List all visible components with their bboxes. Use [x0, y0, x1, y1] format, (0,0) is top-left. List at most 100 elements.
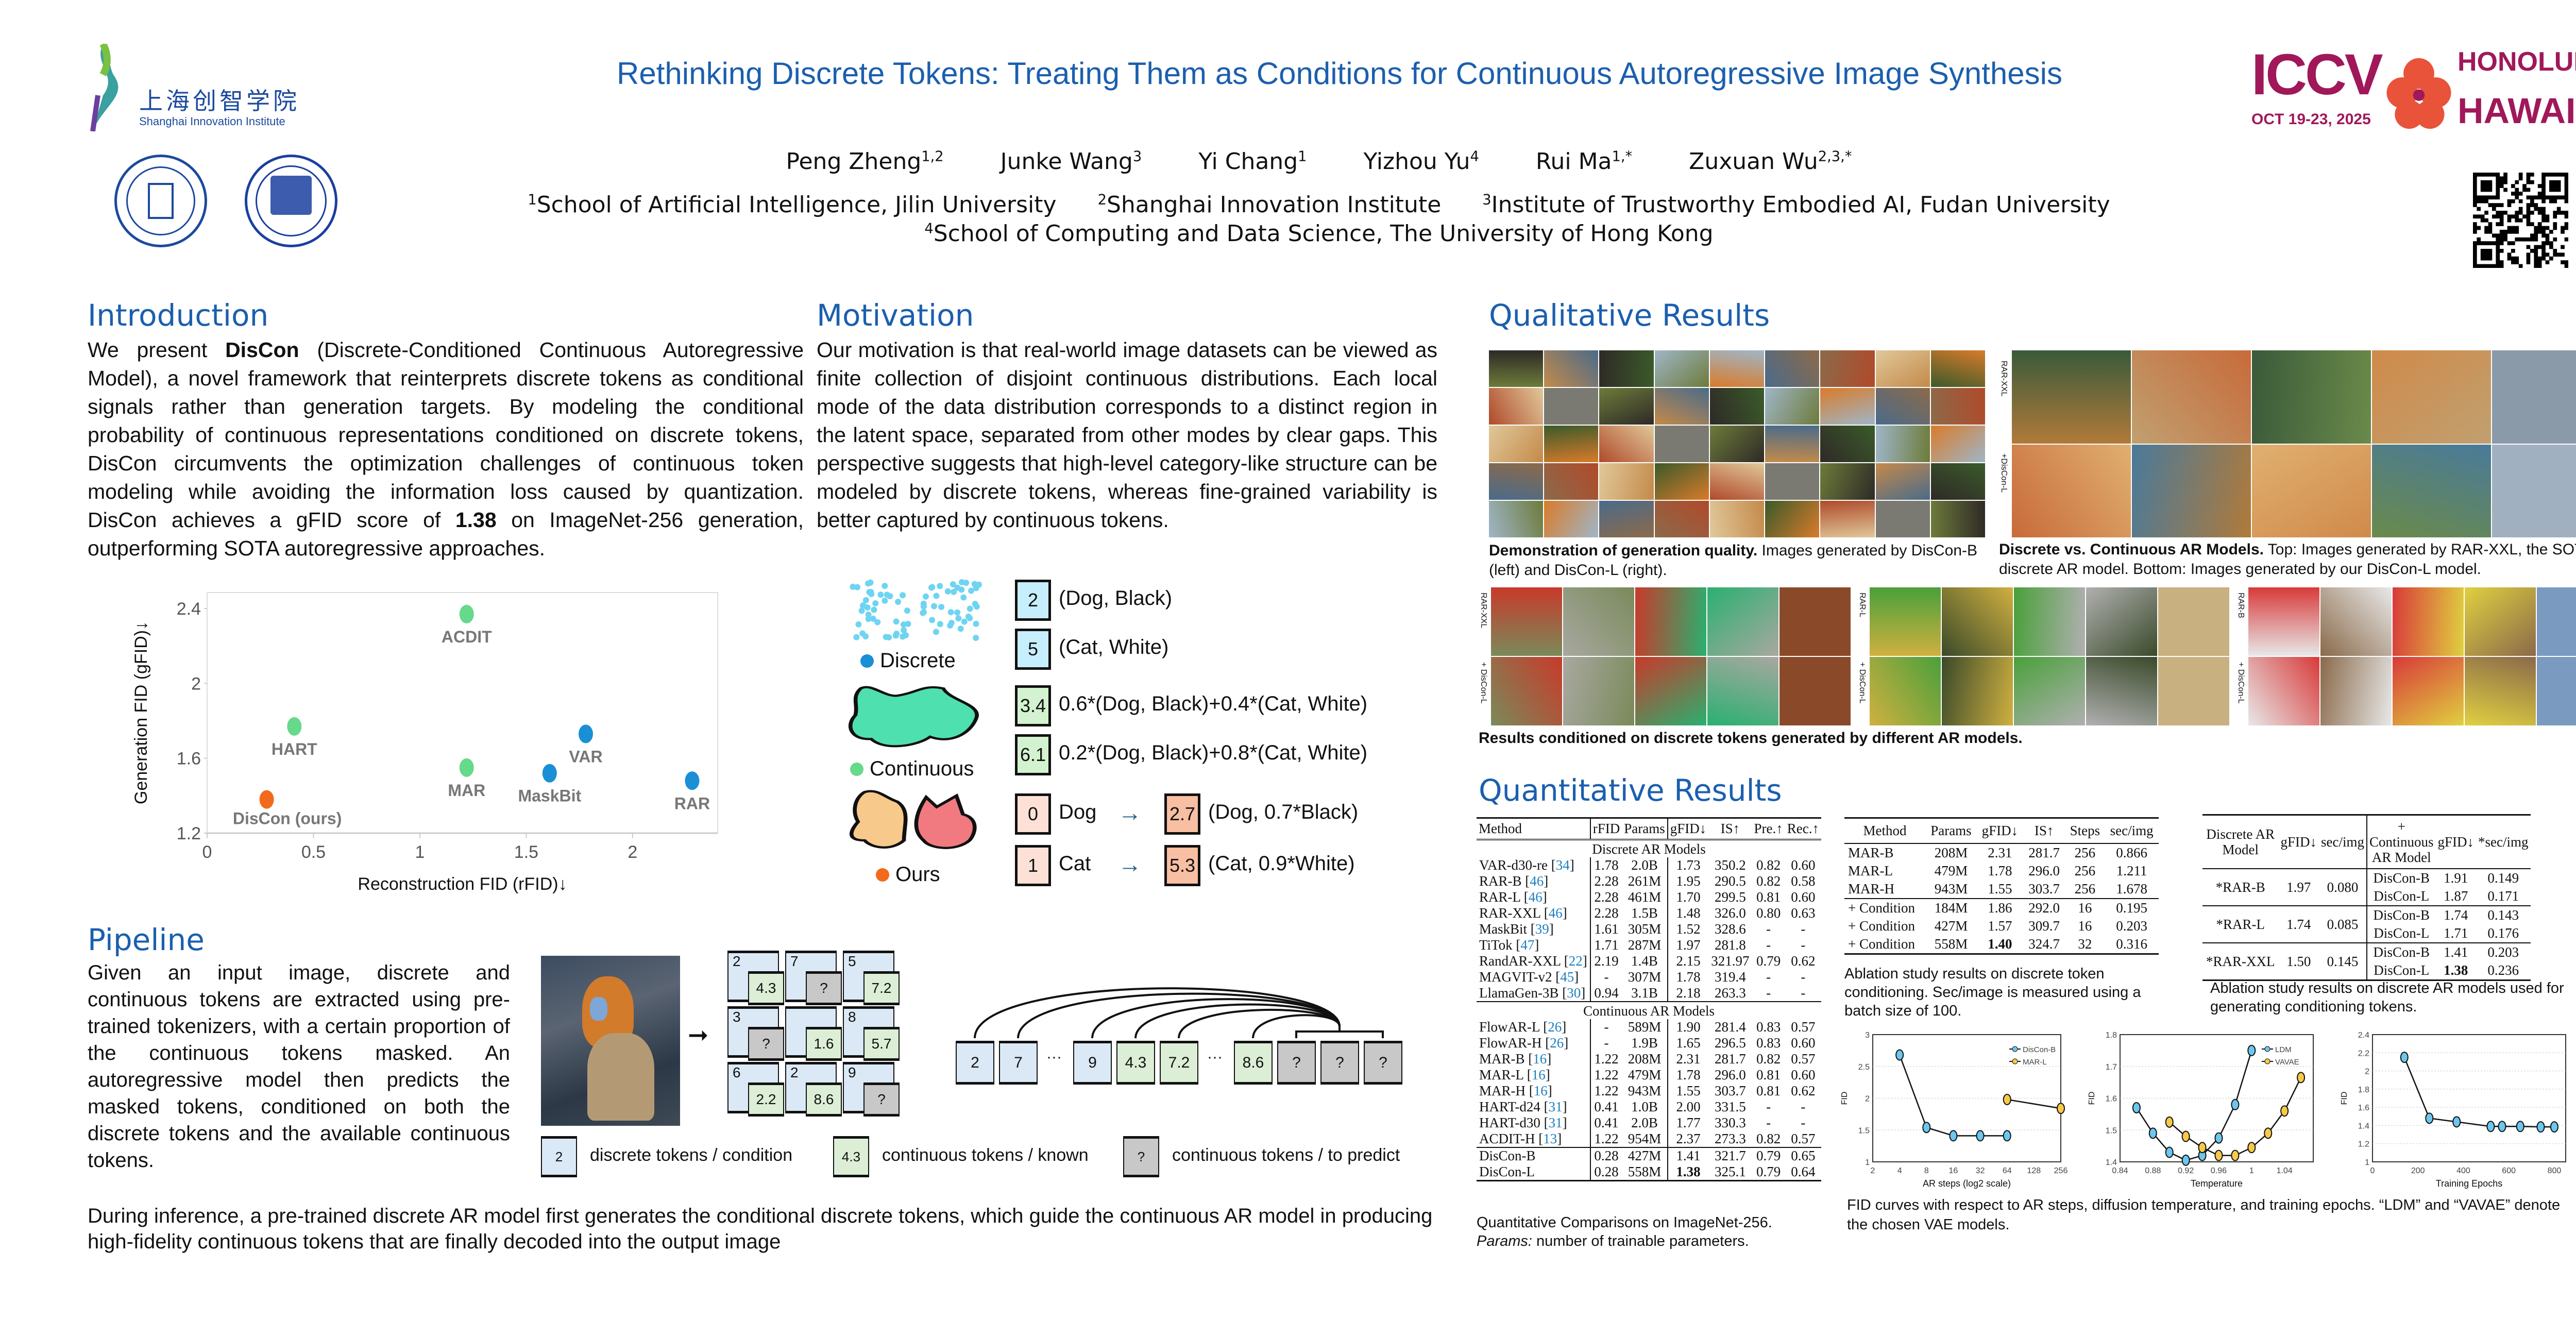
discrete-point [975, 581, 982, 588]
qr-module [2553, 188, 2557, 192]
qr-module [2541, 256, 2546, 261]
intro-text-3: on ImageNet-256 generation, outperformin… [88, 508, 804, 560]
column-header: *sec/img [2476, 814, 2531, 869]
discrete-token-label: (Cat, White) [1059, 636, 1169, 658]
qr-module [2473, 180, 2477, 184]
legend-discrete: Discrete [860, 649, 956, 672]
qr-module [2488, 195, 2493, 200]
qr-module [2484, 241, 2488, 245]
table-cell: 309.7 [2028, 918, 2060, 934]
table-cell: 1.4B [1631, 953, 1658, 969]
generated-image [1709, 463, 1765, 500]
table1-caption-line1: Quantitative Comparisons on ImageNet-256… [1477, 1214, 1772, 1231]
iccv-logo-place1: HONOLULU [2458, 47, 2576, 77]
table-cell: 331.5 [1714, 1099, 1746, 1114]
qr-module [2537, 226, 2542, 230]
qr-module [2537, 230, 2542, 234]
qr-module [2537, 192, 2542, 196]
qr-module [2526, 214, 2531, 219]
intro-heading: Introduction [88, 298, 269, 333]
qr-module [2477, 264, 2481, 268]
qr-module [2499, 230, 2504, 234]
dependency-arc [1091, 998, 1341, 1039]
qr-module [2484, 256, 2488, 261]
qr-module [2480, 252, 2485, 257]
qr-module [2480, 241, 2485, 245]
discrete-point [973, 620, 979, 627]
generated-image [1870, 657, 1941, 725]
table-cell: 0.65 [1791, 1148, 1816, 1163]
qr-module [2564, 173, 2568, 177]
table-cell: 1.211 [2116, 863, 2147, 878]
model-cell: *RAR-L [2202, 906, 2279, 943]
masked-token: ? [1320, 1041, 1359, 1085]
intro-text: We present DisCon (Discrete-Conditioned … [88, 336, 804, 563]
discrete-point [950, 581, 956, 588]
table-cell: 1.38 [2435, 961, 2477, 981]
table-cell: 2.28 [1589, 889, 1622, 905]
generated-image [1942, 657, 2013, 725]
qr-module [2511, 199, 2515, 204]
sii-logo-cn: 上海创智学院 [139, 87, 300, 115]
qr-module [2480, 188, 2485, 192]
generated-image [1709, 350, 1765, 387]
table-cell: - [1589, 1035, 1622, 1051]
continuous-token: 5.7 [863, 1027, 900, 1061]
y-tick-label: 1.8 [2106, 1031, 2117, 1040]
y-tick-label: 2.4 [2358, 1031, 2369, 1040]
author-affiliation-mark: 3 [1132, 148, 1142, 165]
motivation-heading: Motivation [817, 298, 974, 333]
generated-image [1654, 501, 1709, 537]
table3-caption: Ablation study results on discrete AR mo… [2210, 980, 2564, 1015]
generated-image [2086, 587, 2157, 656]
qr-module [2526, 252, 2531, 257]
table-cell: 32 [2065, 935, 2105, 955]
author-affiliation-mark: 4 [1470, 148, 1479, 165]
citation: 46 [1530, 873, 1544, 889]
x-axis-label: Reconstruction FID (rFID)↓ [358, 874, 567, 894]
qr-module [2473, 195, 2477, 200]
qr-module [2477, 241, 2481, 245]
discrete-point [947, 609, 954, 616]
qr-module [2496, 214, 2500, 219]
qr-module [2473, 184, 2477, 188]
x-tick-label: 0.5 [301, 842, 326, 862]
generated-image [1765, 501, 1820, 537]
qr-module [2488, 241, 2493, 245]
masked-token: ? [748, 1027, 784, 1061]
qr-module [2488, 203, 2493, 207]
x-tick-label: 256 [2054, 1166, 2068, 1175]
table-cell: 1.22 [1589, 1051, 1622, 1067]
qr-module [2518, 176, 2523, 181]
qr-module [2499, 260, 2504, 264]
column-header: gFID↓ [1667, 817, 1709, 840]
x-tick-label: 0 [2370, 1166, 2375, 1175]
table-cell: DisCon-B [2366, 869, 2436, 887]
qr-module [2545, 233, 2550, 238]
qr-module [2530, 173, 2534, 177]
table-cell: 0.176 [2476, 924, 2531, 943]
scatter-point-var [578, 724, 593, 743]
generated-image [2393, 657, 2464, 725]
legend-label: continuous tokens / known [882, 1145, 1089, 1165]
data-point [2132, 1102, 2141, 1114]
table-cell: - [1766, 1099, 1771, 1114]
method-cell: FlowAR-H [26] [1479, 1035, 1569, 1051]
generated-image [1599, 426, 1654, 462]
pipeline-input-image [541, 956, 680, 1126]
qr-module [2561, 260, 2565, 264]
scatter-point-hart [287, 717, 302, 736]
discrete-point [954, 584, 961, 591]
ours-discrete-token-value: 0 [1015, 793, 1051, 835]
table-cell: MAR-L [1848, 863, 1893, 878]
qr-module [2496, 256, 2500, 261]
table-cell: 954M [1628, 1131, 1662, 1146]
qr-module [2488, 222, 2493, 226]
table-cell: 326.0 [1714, 905, 1746, 921]
